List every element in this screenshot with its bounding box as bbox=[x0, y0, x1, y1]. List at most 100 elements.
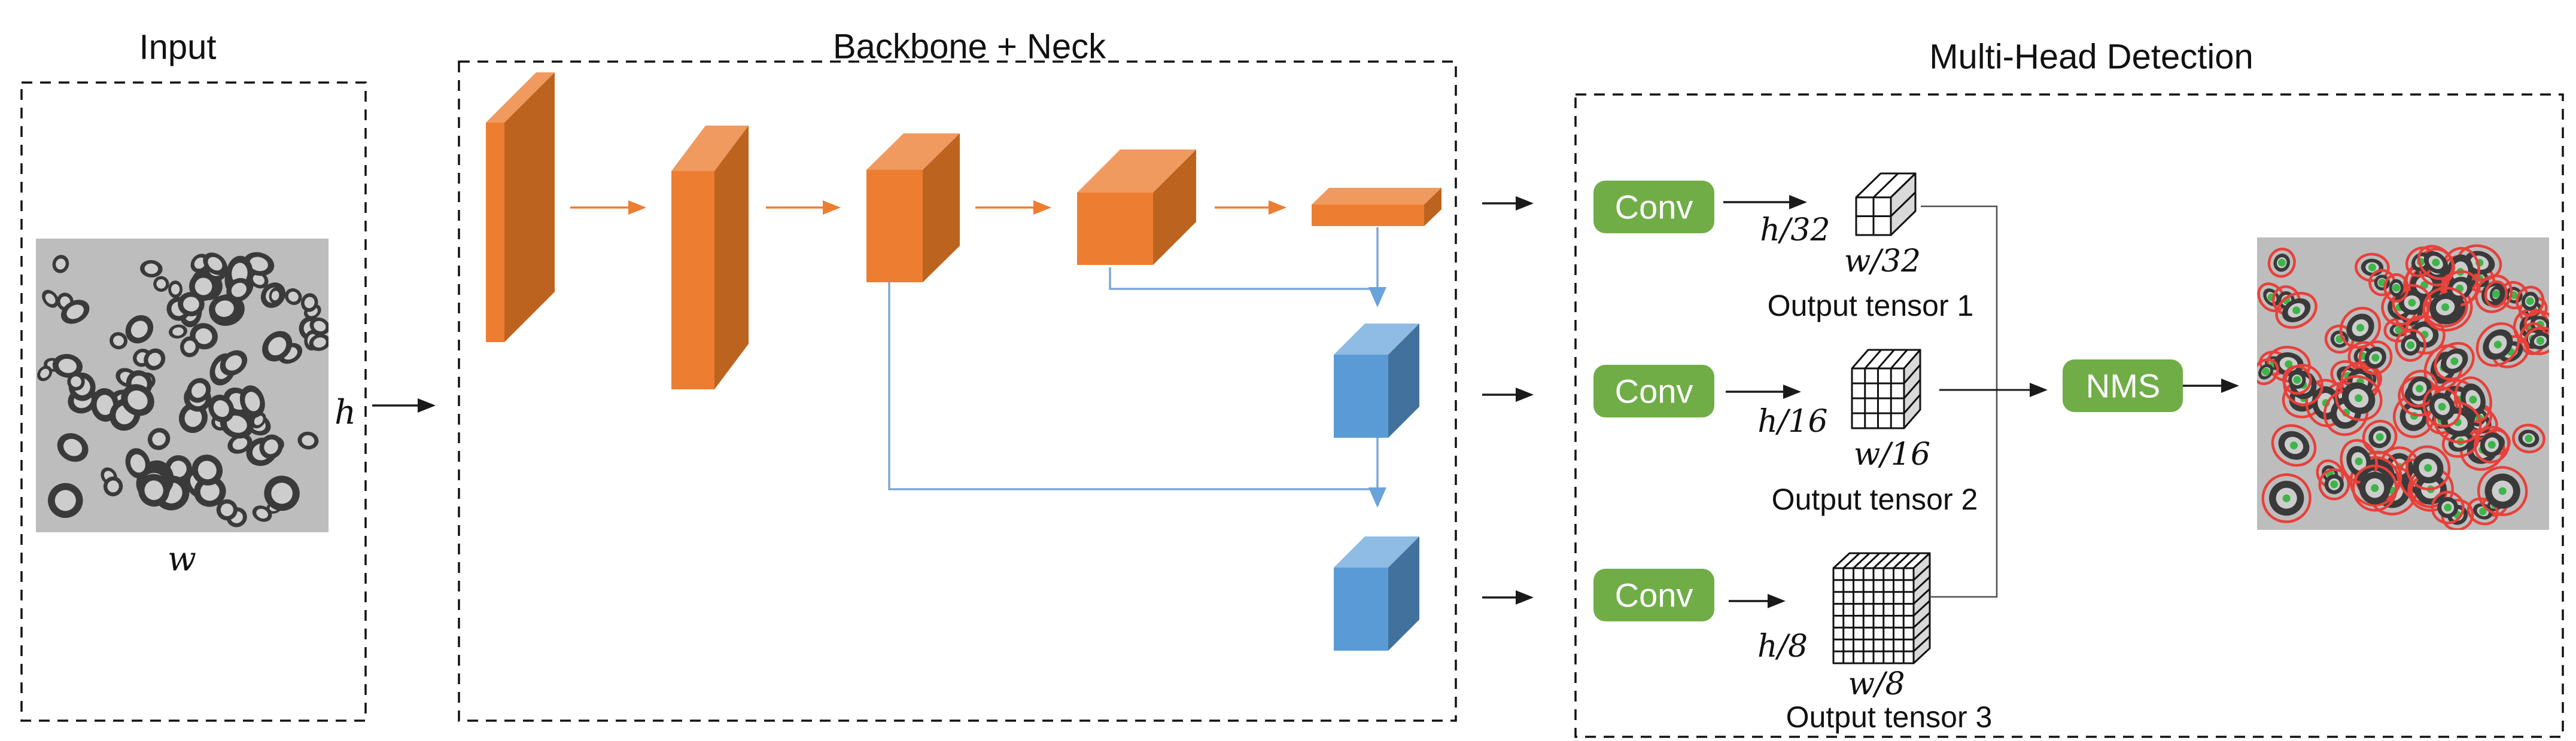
detection-ellipse bbox=[2484, 280, 2508, 308]
backbone-section: Backbone + Neck bbox=[458, 28, 1457, 722]
backbone-block-1-side-face bbox=[504, 72, 555, 342]
cell-body bbox=[227, 415, 247, 433]
backbone-feature-blocks bbox=[486, 72, 1441, 389]
detection-center-dot bbox=[2356, 324, 2365, 332]
detection-center-dot bbox=[2487, 441, 2496, 449]
detection-ellipse bbox=[2405, 246, 2437, 278]
cell-body bbox=[66, 304, 84, 319]
cell-body bbox=[40, 368, 50, 379]
cell-body bbox=[271, 483, 293, 504]
detection-ellipse bbox=[2383, 273, 2410, 303]
backbone-block-3-front-face bbox=[866, 170, 923, 282]
detection-center-dot bbox=[2376, 433, 2384, 441]
head1-w-label: w/32 bbox=[1844, 243, 1921, 279]
backbone-block-5 bbox=[1312, 188, 1441, 226]
cell-body bbox=[183, 297, 199, 312]
detection-ellipse bbox=[2475, 322, 2520, 367]
backbone-block-5-top-face bbox=[1312, 188, 1441, 205]
detection-ellipse bbox=[2523, 327, 2549, 355]
cell-body bbox=[156, 279, 166, 289]
output-tensor-1-label: Output tensor 1 bbox=[1768, 289, 1974, 322]
cell-body bbox=[253, 274, 265, 285]
detection-center-dot bbox=[2277, 258, 2286, 267]
input-micrograph-cells bbox=[37, 252, 329, 527]
cell-body bbox=[288, 291, 299, 302]
detection-center-dot bbox=[2292, 306, 2301, 315]
backbone-block-2-front-face bbox=[671, 171, 714, 389]
detection-center-dot bbox=[2438, 402, 2446, 411]
input-dashed-box bbox=[20, 81, 367, 722]
cell-body bbox=[195, 328, 212, 344]
cell-body bbox=[314, 321, 326, 332]
conv-button-1 bbox=[1593, 181, 1714, 233]
head1-h-label: h/32 bbox=[1760, 212, 1830, 248]
cell-body bbox=[172, 327, 184, 336]
head2-w-label: w/16 bbox=[1854, 437, 1930, 472]
detection-center-dot bbox=[2408, 298, 2416, 307]
cell-body bbox=[184, 408, 202, 427]
detection-ellipse bbox=[2257, 358, 2279, 385]
cell-body bbox=[208, 257, 223, 271]
detection-center-dot bbox=[2424, 463, 2432, 472]
backbone-block-4 bbox=[1077, 150, 1196, 265]
detection-center-dot bbox=[2525, 434, 2533, 443]
backbone-block-3-side-face bbox=[923, 133, 960, 282]
conv-button-3-label: Conv bbox=[1615, 577, 1693, 614]
cell-body bbox=[56, 258, 66, 270]
backbone-block-4-front-face bbox=[1077, 193, 1153, 265]
backbone-block-1 bbox=[486, 72, 555, 342]
neck-link-from-block3 bbox=[888, 282, 1377, 490]
tensor-cube-2-icon bbox=[1851, 349, 1921, 429]
detection-ellipse bbox=[2282, 365, 2312, 395]
detection-center-dot bbox=[2492, 290, 2500, 298]
detection-ellipse bbox=[2324, 324, 2355, 354]
neck-connectors bbox=[888, 227, 1386, 508]
cell-body bbox=[170, 461, 187, 477]
detection-ellipse bbox=[2318, 468, 2350, 501]
cell-body bbox=[271, 291, 279, 301]
cell-body bbox=[152, 432, 166, 446]
cell-body bbox=[197, 461, 217, 480]
backbone-block-1-top-face bbox=[486, 72, 555, 123]
cell-body bbox=[148, 352, 162, 366]
backbone-dashed-box bbox=[458, 60, 1457, 722]
detection-ellipse bbox=[2477, 466, 2528, 517]
cell-body bbox=[194, 278, 212, 295]
head2-h-label: h/16 bbox=[1757, 404, 1827, 440]
detection-ellipse bbox=[2257, 282, 2286, 313]
cell-body bbox=[268, 337, 287, 356]
head3-w-label: w/8 bbox=[1848, 666, 1905, 702]
neck-link-from-block4 bbox=[1109, 267, 1377, 290]
multihead-title: Multi-Head Detection bbox=[1929, 38, 2253, 77]
cell-body bbox=[264, 439, 278, 455]
detection-center-dot bbox=[2392, 283, 2401, 292]
cell-body bbox=[184, 340, 196, 353]
neck-block-2-top-face bbox=[1334, 536, 1419, 568]
output-tensor-2-label: Output tensor 2 bbox=[1772, 483, 1978, 516]
cell-body bbox=[232, 438, 248, 450]
cell-body bbox=[200, 482, 220, 501]
backbone-block-5-side-face bbox=[1424, 188, 1441, 226]
detection-ellipse bbox=[2395, 328, 2426, 362]
conv-button-2-label: Conv bbox=[1615, 373, 1693, 410]
tensor-merge-links bbox=[1921, 205, 2048, 598]
detection-center-dot bbox=[2432, 258, 2440, 267]
cell-body bbox=[54, 490, 76, 511]
backbone-block-2 bbox=[671, 126, 749, 389]
detection-ellipse bbox=[2431, 490, 2465, 525]
backbone-block-1-front-face bbox=[486, 123, 504, 342]
input-section: Input w h bbox=[20, 28, 436, 722]
cell-body bbox=[71, 376, 81, 388]
cell-body bbox=[107, 480, 119, 493]
detection-center-dot bbox=[2478, 507, 2487, 516]
detection-center-dot bbox=[2282, 494, 2291, 502]
backbone-to-head-arrows bbox=[1482, 196, 1534, 605]
cell-body bbox=[194, 257, 206, 269]
cell-body bbox=[127, 390, 148, 410]
cell-body bbox=[254, 415, 263, 425]
detection-center-dot bbox=[2450, 357, 2459, 365]
detection-center-dot bbox=[2330, 480, 2338, 489]
cell-body bbox=[191, 383, 206, 398]
output-tensor-icons bbox=[1832, 172, 1931, 664]
